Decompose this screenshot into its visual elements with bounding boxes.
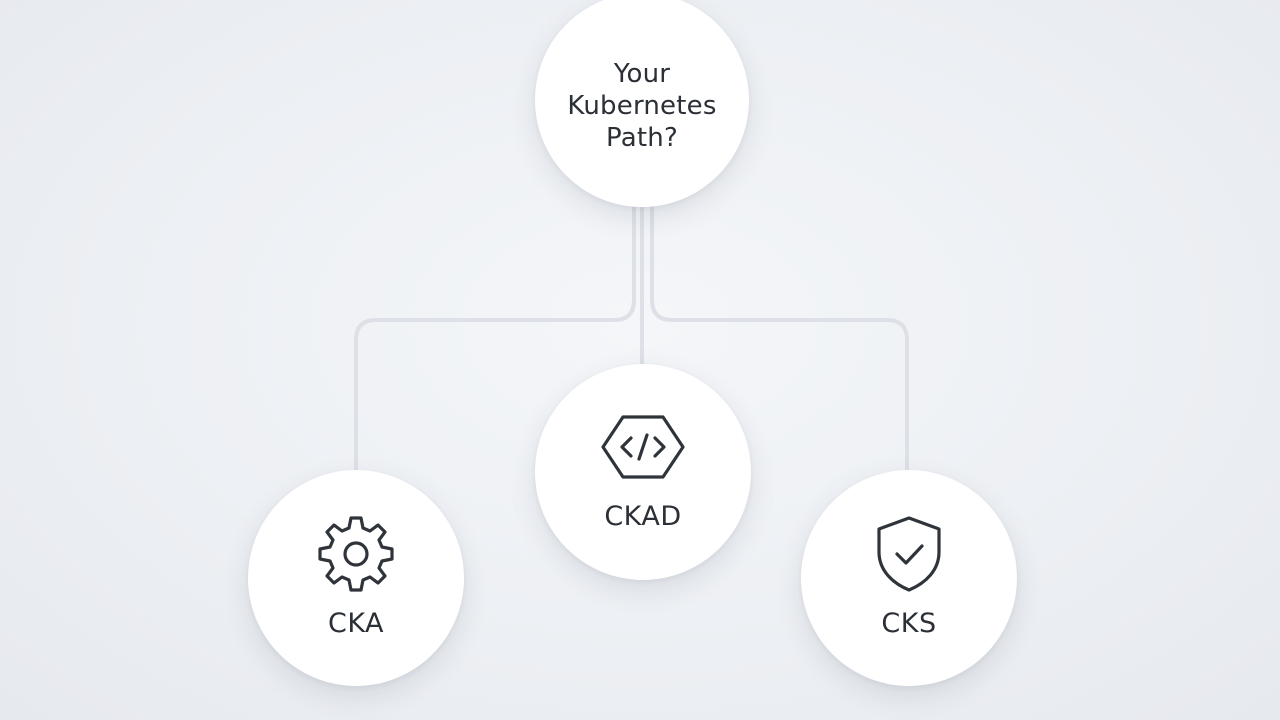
connector-to-cka — [354, 206, 636, 474]
cka-node[interactable]: CKA — [248, 470, 464, 686]
root-node: Your Kubernetes Path? — [535, 0, 749, 207]
gear-icon — [318, 516, 394, 592]
cka-label: CKA — [327, 608, 385, 639]
code-hexagon-icon — [601, 415, 685, 479]
cks-node[interactable]: CKS — [801, 470, 1017, 686]
root-label: Your Kubernetes Path? — [567, 59, 717, 153]
shield-check-icon — [877, 516, 941, 592]
connector-to-cks — [650, 206, 909, 474]
cks-label: CKS — [881, 608, 937, 639]
ckad-label: CKAD — [604, 501, 682, 532]
ckad-node[interactable]: CKAD — [535, 364, 751, 580]
